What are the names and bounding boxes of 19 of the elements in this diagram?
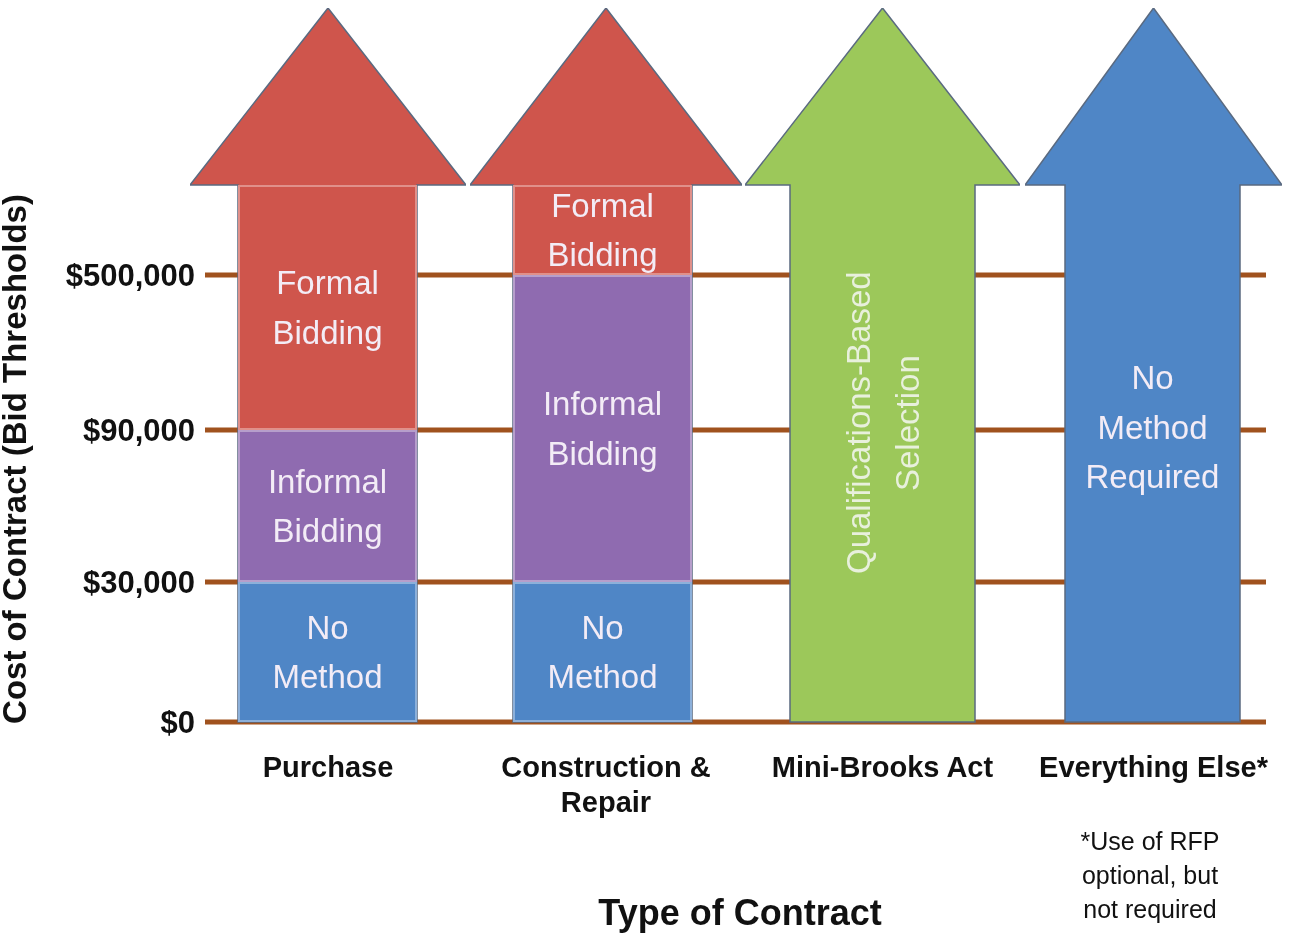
method-band: Informal Bidding (238, 430, 417, 582)
arrow-text: Qualifications-Based Selection (838, 270, 927, 577)
method-band: Formal Bidding (238, 185, 417, 430)
axis-title: Cost of Contract (Bid Thresholds) (0, 193, 34, 726)
tick-label: $0 (160, 705, 195, 741)
tick-label: $90,000 (82, 413, 195, 449)
axis-title: Type of Contract (597, 892, 883, 934)
category-label: Mini-Brooks Act (770, 750, 995, 785)
method-band: Formal Bidding (513, 185, 692, 275)
method-band: No Method (513, 582, 692, 722)
method-band: No Method (238, 582, 417, 722)
footnote: *Use of RFP optional, but not required (1079, 826, 1221, 925)
method-band: Informal Bidding (513, 275, 692, 582)
tick-label: $30,000 (82, 565, 195, 601)
category-label: Purchase (261, 750, 395, 785)
arrow-text: No Method Required (1084, 358, 1221, 497)
category-label: Everything Else* (1038, 750, 1269, 785)
category-label: Construction & Repair (500, 750, 712, 820)
tick-label: $500,000 (65, 258, 195, 294)
